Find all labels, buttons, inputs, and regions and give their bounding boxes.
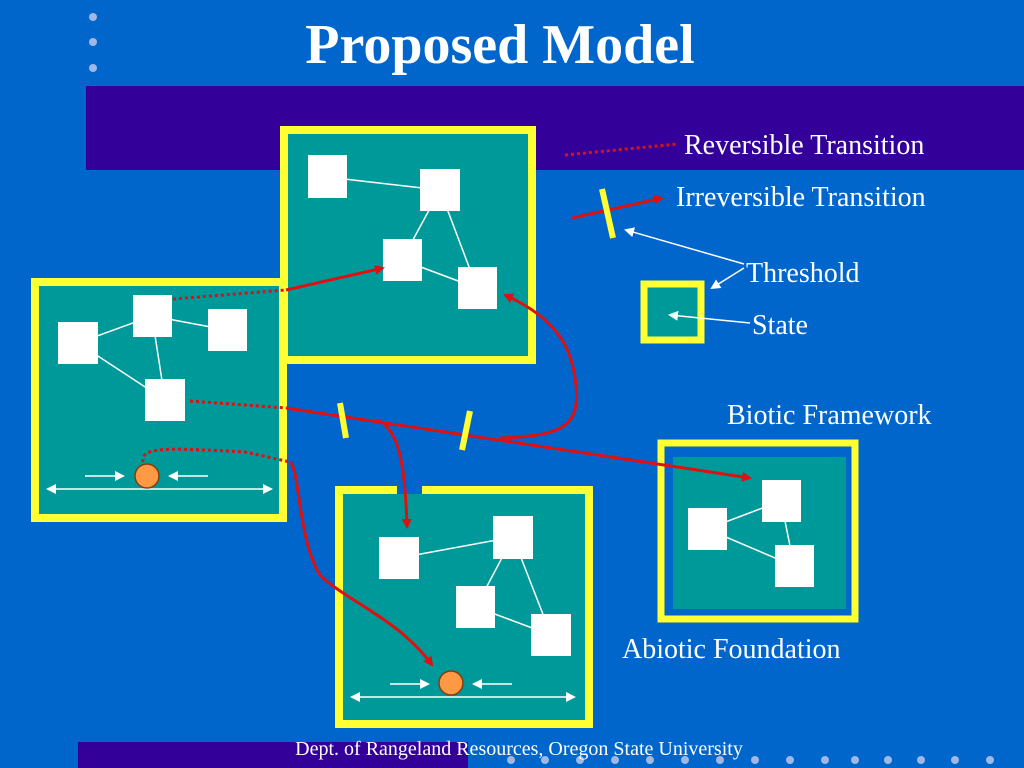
footer-band (78, 742, 468, 768)
header-band (86, 86, 1024, 170)
legend-marks (564, 142, 751, 344)
footer-text: Dept. of Rangeland Resources, Oregon Sta… (295, 738, 743, 760)
legend-irreversible-label: Irreversible Transition (676, 182, 926, 213)
slide-title: Proposed Model (305, 14, 695, 76)
stability-ball-bottom (438, 670, 464, 696)
stability-ball-left (134, 463, 160, 489)
biotic-framework-label: Biotic Framework (727, 400, 932, 431)
abiotic-foundation-label: Abiotic Foundation (622, 634, 841, 665)
state-box-left (31, 278, 287, 522)
legend-reversible-label: Reversible Transition (684, 130, 925, 161)
legend-threshold-label: Threshold (746, 258, 860, 289)
decorative-dots (89, 13, 994, 764)
state-box-top (280, 126, 536, 364)
state-box-right (657, 439, 859, 623)
legend-state-label: State (752, 310, 808, 341)
state-box-bottom (335, 478, 593, 728)
transitions (141, 264, 752, 667)
